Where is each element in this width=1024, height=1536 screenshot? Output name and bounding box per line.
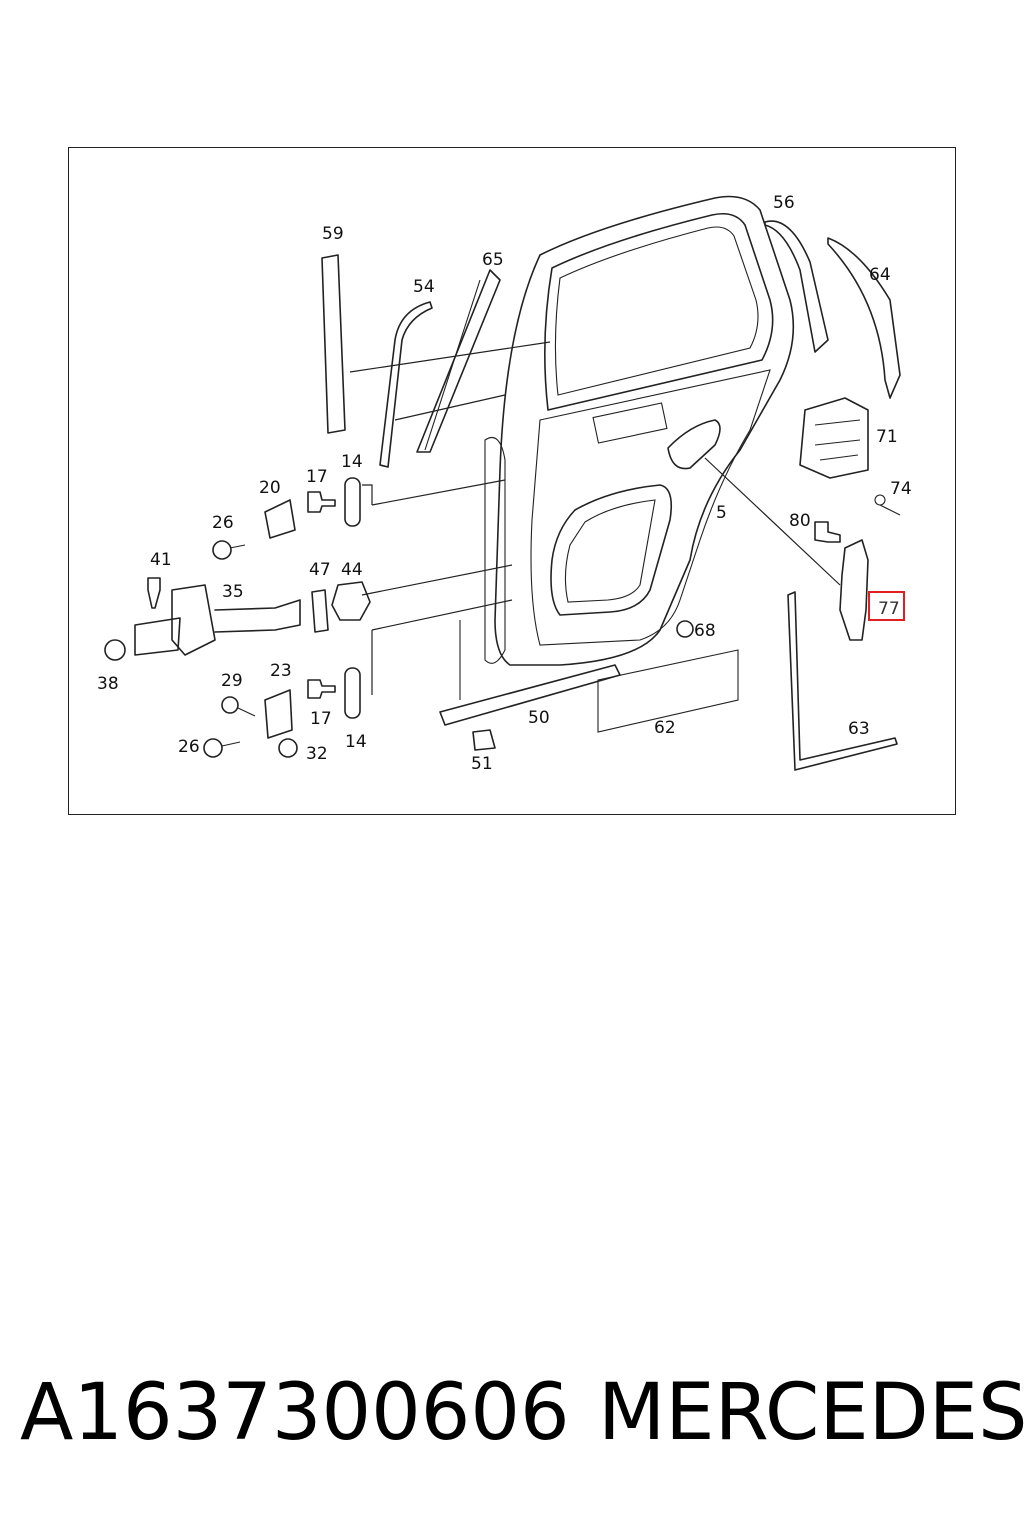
callout-74[interactable]: 74 — [890, 479, 912, 499]
leader-lines — [349, 341, 901, 695]
callout-26-upper[interactable]: 26 — [212, 513, 234, 533]
parts-small — [104, 220, 901, 771]
callout-59[interactable]: 59 — [322, 224, 344, 244]
callout-29[interactable]: 29 — [221, 671, 243, 691]
callout-51[interactable]: 51 — [471, 754, 493, 774]
callout-32[interactable]: 32 — [306, 744, 328, 764]
part-number: A1637300606 — [20, 1368, 570, 1458]
callout-80[interactable]: 80 — [789, 511, 811, 531]
callout-50[interactable]: 50 — [528, 708, 550, 728]
callout-63[interactable]: 63 — [848, 719, 870, 739]
callout-labels: 59 54 65 56 64 71 74 80 77 5 14 17 20 26… — [97, 193, 912, 774]
callout-35[interactable]: 35 — [222, 582, 244, 602]
callout-17-lower[interactable]: 17 — [310, 709, 332, 729]
callout-65[interactable]: 65 — [482, 250, 504, 270]
callout-26-lower[interactable]: 26 — [178, 737, 200, 757]
callout-77-highlight-box — [868, 591, 905, 621]
diagram-frame — [68, 147, 956, 815]
callout-14-upper[interactable]: 14 — [341, 452, 363, 472]
callout-77[interactable]: 77 — [878, 599, 900, 619]
callout-64[interactable]: 64 — [869, 265, 891, 285]
callout-56[interactable]: 56 — [773, 193, 795, 213]
brand-name: MERCEDES — [598, 1368, 1024, 1458]
callout-44[interactable]: 44 — [341, 560, 363, 580]
caption: A1637300606 MERCEDES — [0, 1368, 1024, 1478]
callout-47[interactable]: 47 — [309, 560, 331, 580]
callout-20[interactable]: 20 — [259, 478, 281, 498]
callout-62[interactable]: 62 — [654, 718, 676, 738]
callout-71[interactable]: 71 — [876, 427, 898, 447]
door-panel — [459, 195, 795, 700]
callout-54[interactable]: 54 — [413, 277, 435, 297]
callout-68[interactable]: 68 — [694, 621, 716, 641]
callout-17-upper[interactable]: 17 — [306, 467, 328, 487]
callout-5[interactable]: 5 — [716, 503, 727, 523]
callout-14-lower[interactable]: 14 — [345, 732, 367, 752]
callout-38[interactable]: 38 — [97, 674, 119, 694]
callout-41[interactable]: 41 — [150, 550, 172, 570]
callout-23[interactable]: 23 — [270, 661, 292, 681]
